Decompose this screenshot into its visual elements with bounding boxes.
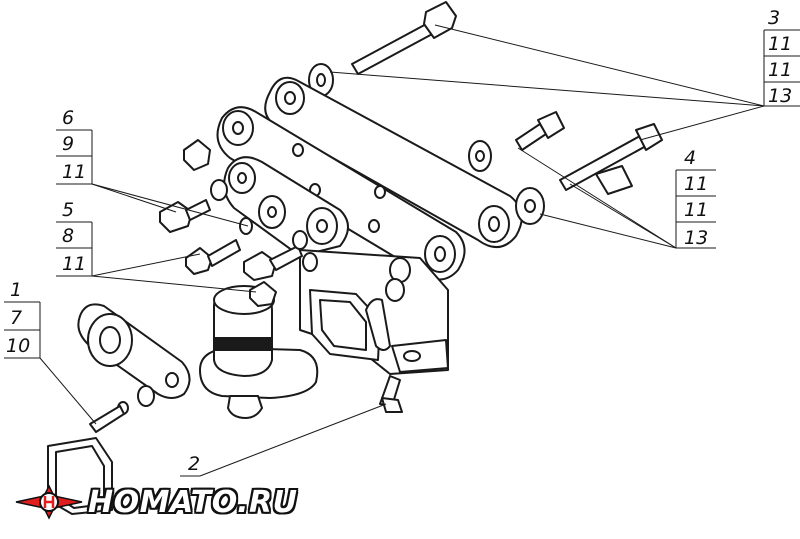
bottom-pin-bolt: [379, 375, 403, 413]
callout-7: 7: [10, 307, 22, 329]
leader-lines: [4, 24, 800, 477]
small-washer-a: [239, 217, 253, 235]
tow-ball-assembly: [199, 285, 319, 419]
callout-3-13: 13: [768, 85, 792, 107]
callout-5: 5: [62, 199, 74, 221]
nut-item-6: [183, 139, 211, 171]
callout-9: 9: [62, 133, 74, 155]
watermark-logo: HOMATO.RU: [14, 474, 297, 530]
small-washer-c: [302, 252, 318, 272]
callout-6: 6: [62, 107, 74, 129]
socket-washer: [137, 385, 155, 407]
callout-2: 2: [188, 453, 200, 475]
bolt-item-11-b: [249, 281, 277, 307]
callout-4: 4: [684, 147, 696, 169]
callout-4-11b: 11: [684, 199, 708, 221]
logo-text: HOMATO.RU: [88, 484, 298, 520]
callout-1: 1: [10, 279, 22, 301]
logo-emblem-icon: [15, 484, 83, 520]
bolt-item-5: [185, 247, 213, 275]
callout-8: 8: [62, 225, 74, 247]
receiver-cover-cap: [47, 437, 113, 515]
right-long-bolt: [559, 123, 663, 191]
washer-item-9: [210, 179, 228, 201]
socket-mounting-plate: [77, 303, 191, 399]
top-long-bolt: [351, 1, 457, 75]
locking-pin: [365, 257, 411, 351]
callout-3: 3: [768, 7, 780, 29]
callout-4-13: 13: [684, 227, 708, 249]
right-nut: [595, 165, 633, 195]
socket-bolt: [89, 405, 125, 433]
callout-3-11b: 11: [768, 59, 792, 81]
upper-frame-plate: [264, 76, 523, 248]
right-upper-bolt: [515, 111, 565, 151]
bolt-item-8: [243, 251, 277, 281]
callout-10: 10: [6, 335, 30, 357]
small-washer-b: [292, 230, 308, 250]
callout-5-11: 11: [62, 253, 86, 275]
callout-4-11a: 11: [684, 173, 708, 195]
lower-frame-plate: [216, 106, 466, 281]
callout-6-11: 11: [62, 161, 86, 183]
callout-3-11a: 11: [768, 33, 792, 55]
